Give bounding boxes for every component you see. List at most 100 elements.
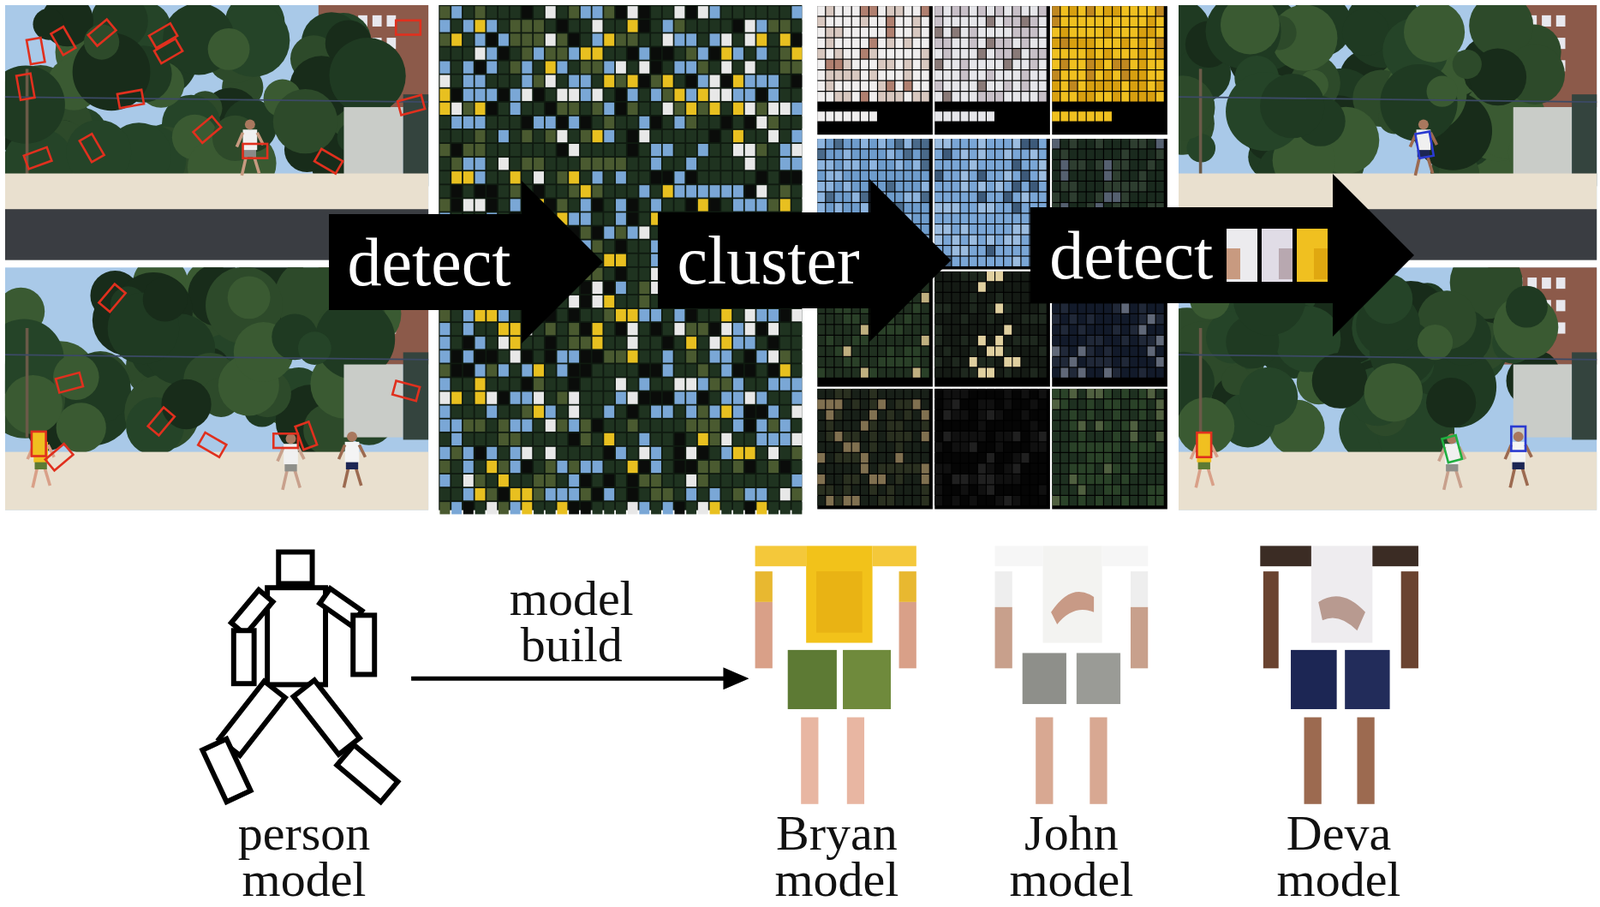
- cluster-patch: [969, 48, 978, 59]
- patch-tile: [568, 185, 580, 198]
- patch-tile: [568, 405, 580, 418]
- patch-tile: [627, 419, 639, 432]
- patch-tile: [780, 60, 791, 73]
- cluster-patch: [978, 17, 986, 27]
- patch-tile: [615, 47, 627, 60]
- patch-tile: [768, 322, 779, 335]
- patch-tile: [733, 157, 744, 170]
- patch-tile: [662, 322, 674, 335]
- patch-tile: [756, 447, 767, 460]
- cluster-patch: [860, 59, 869, 70]
- patch-tile: [662, 501, 674, 514]
- patch-tile: [733, 171, 744, 184]
- cluster-patch: [952, 59, 961, 70]
- patch-tile: [780, 488, 791, 501]
- patch-tile: [698, 309, 709, 322]
- cluster-patch: [843, 27, 852, 37]
- patch-tile: [521, 419, 532, 432]
- illustration-part: [343, 107, 403, 184]
- patch-tile: [556, 75, 568, 88]
- cluster-patch: [934, 81, 943, 91]
- patch-tile: [510, 322, 521, 335]
- patch-tile: [662, 488, 674, 501]
- patch-tile: [556, 447, 568, 460]
- cluster-patch: [1129, 59, 1138, 70]
- cluster-patch: [825, 81, 834, 91]
- patch-tile: [463, 185, 474, 198]
- patch-tile: [768, 377, 779, 390]
- patch-tile: [475, 143, 486, 156]
- patch-tile: [439, 447, 450, 460]
- patch-tile: [603, 377, 615, 390]
- patch-tile: [745, 460, 756, 473]
- illustration-part: [403, 352, 430, 440]
- patch-tile: [603, 33, 615, 46]
- cluster-patch: [1038, 48, 1047, 59]
- detection-box: [1510, 426, 1526, 452]
- cluster-patch: [1021, 38, 1030, 48]
- patch-tile: [556, 171, 568, 184]
- patch-tile: [662, 5, 674, 18]
- patch-tile: [791, 391, 802, 404]
- patch-tile: [603, 474, 615, 487]
- patch-tile: [615, 254, 627, 267]
- patch-tile: [638, 198, 650, 211]
- cluster-patch: [817, 38, 825, 48]
- patch-tile: [745, 419, 756, 432]
- patch-tile: [451, 391, 462, 404]
- patch-tile: [686, 47, 697, 60]
- patch-tile: [756, 309, 767, 322]
- cluster-patch: [1147, 17, 1156, 27]
- patch-tile: [662, 89, 674, 102]
- patch-tile: [756, 157, 767, 170]
- patch-tile: [510, 501, 521, 514]
- patch-tile: [510, 488, 521, 501]
- patch-tile: [780, 47, 791, 60]
- cluster-patch: [1147, 59, 1156, 70]
- patch-tile: [674, 433, 685, 446]
- cluster-patch: [825, 59, 834, 70]
- cluster-patch: [1030, 48, 1039, 59]
- cluster-patch: [860, 138, 869, 149]
- patch-tile: [498, 350, 509, 363]
- patch-tile: [568, 433, 580, 446]
- cluster-patch: [934, 17, 943, 27]
- patch-tile: [662, 198, 674, 211]
- detection-box: [314, 149, 343, 174]
- cluster-patch: [1147, 81, 1156, 91]
- patch-tile: [533, 157, 544, 170]
- illustration-part: [1556, 299, 1566, 311]
- patch-tile: [721, 488, 732, 501]
- cluster-patch: [1121, 70, 1129, 80]
- patch-tile: [451, 19, 462, 32]
- cluster-patch: [852, 27, 860, 37]
- patch-tile: [451, 336, 462, 349]
- patch-tile: [451, 116, 462, 129]
- player-figure: [1504, 431, 1532, 489]
- patch-tile: [615, 198, 627, 211]
- patch-tile: [627, 377, 639, 390]
- patch-tile: [698, 350, 709, 363]
- patch-tile: [627, 501, 639, 514]
- patch-tile: [756, 474, 767, 487]
- patch-tile: [650, 322, 662, 335]
- patch-tile: [710, 19, 721, 32]
- patch-tile: [674, 474, 685, 487]
- cluster-patch: [961, 91, 969, 102]
- cluster-patch: [913, 17, 921, 27]
- patch-tile: [745, 75, 756, 88]
- patch-tile: [638, 447, 650, 460]
- patch-tile: [603, 226, 615, 239]
- patch-tile: [475, 433, 486, 446]
- patch-tile: [768, 102, 779, 115]
- cluster-patch: [995, 27, 1003, 37]
- patch-tile: [710, 350, 721, 363]
- patch-tile: [486, 391, 497, 404]
- patch-tile: [510, 460, 521, 473]
- patch-tile: [698, 75, 709, 88]
- patch-tile: [498, 447, 509, 460]
- illustration-part: [35, 460, 48, 470]
- illustration-part: [1571, 94, 1597, 186]
- patch-tile: [721, 75, 732, 88]
- patch-tile: [439, 405, 450, 418]
